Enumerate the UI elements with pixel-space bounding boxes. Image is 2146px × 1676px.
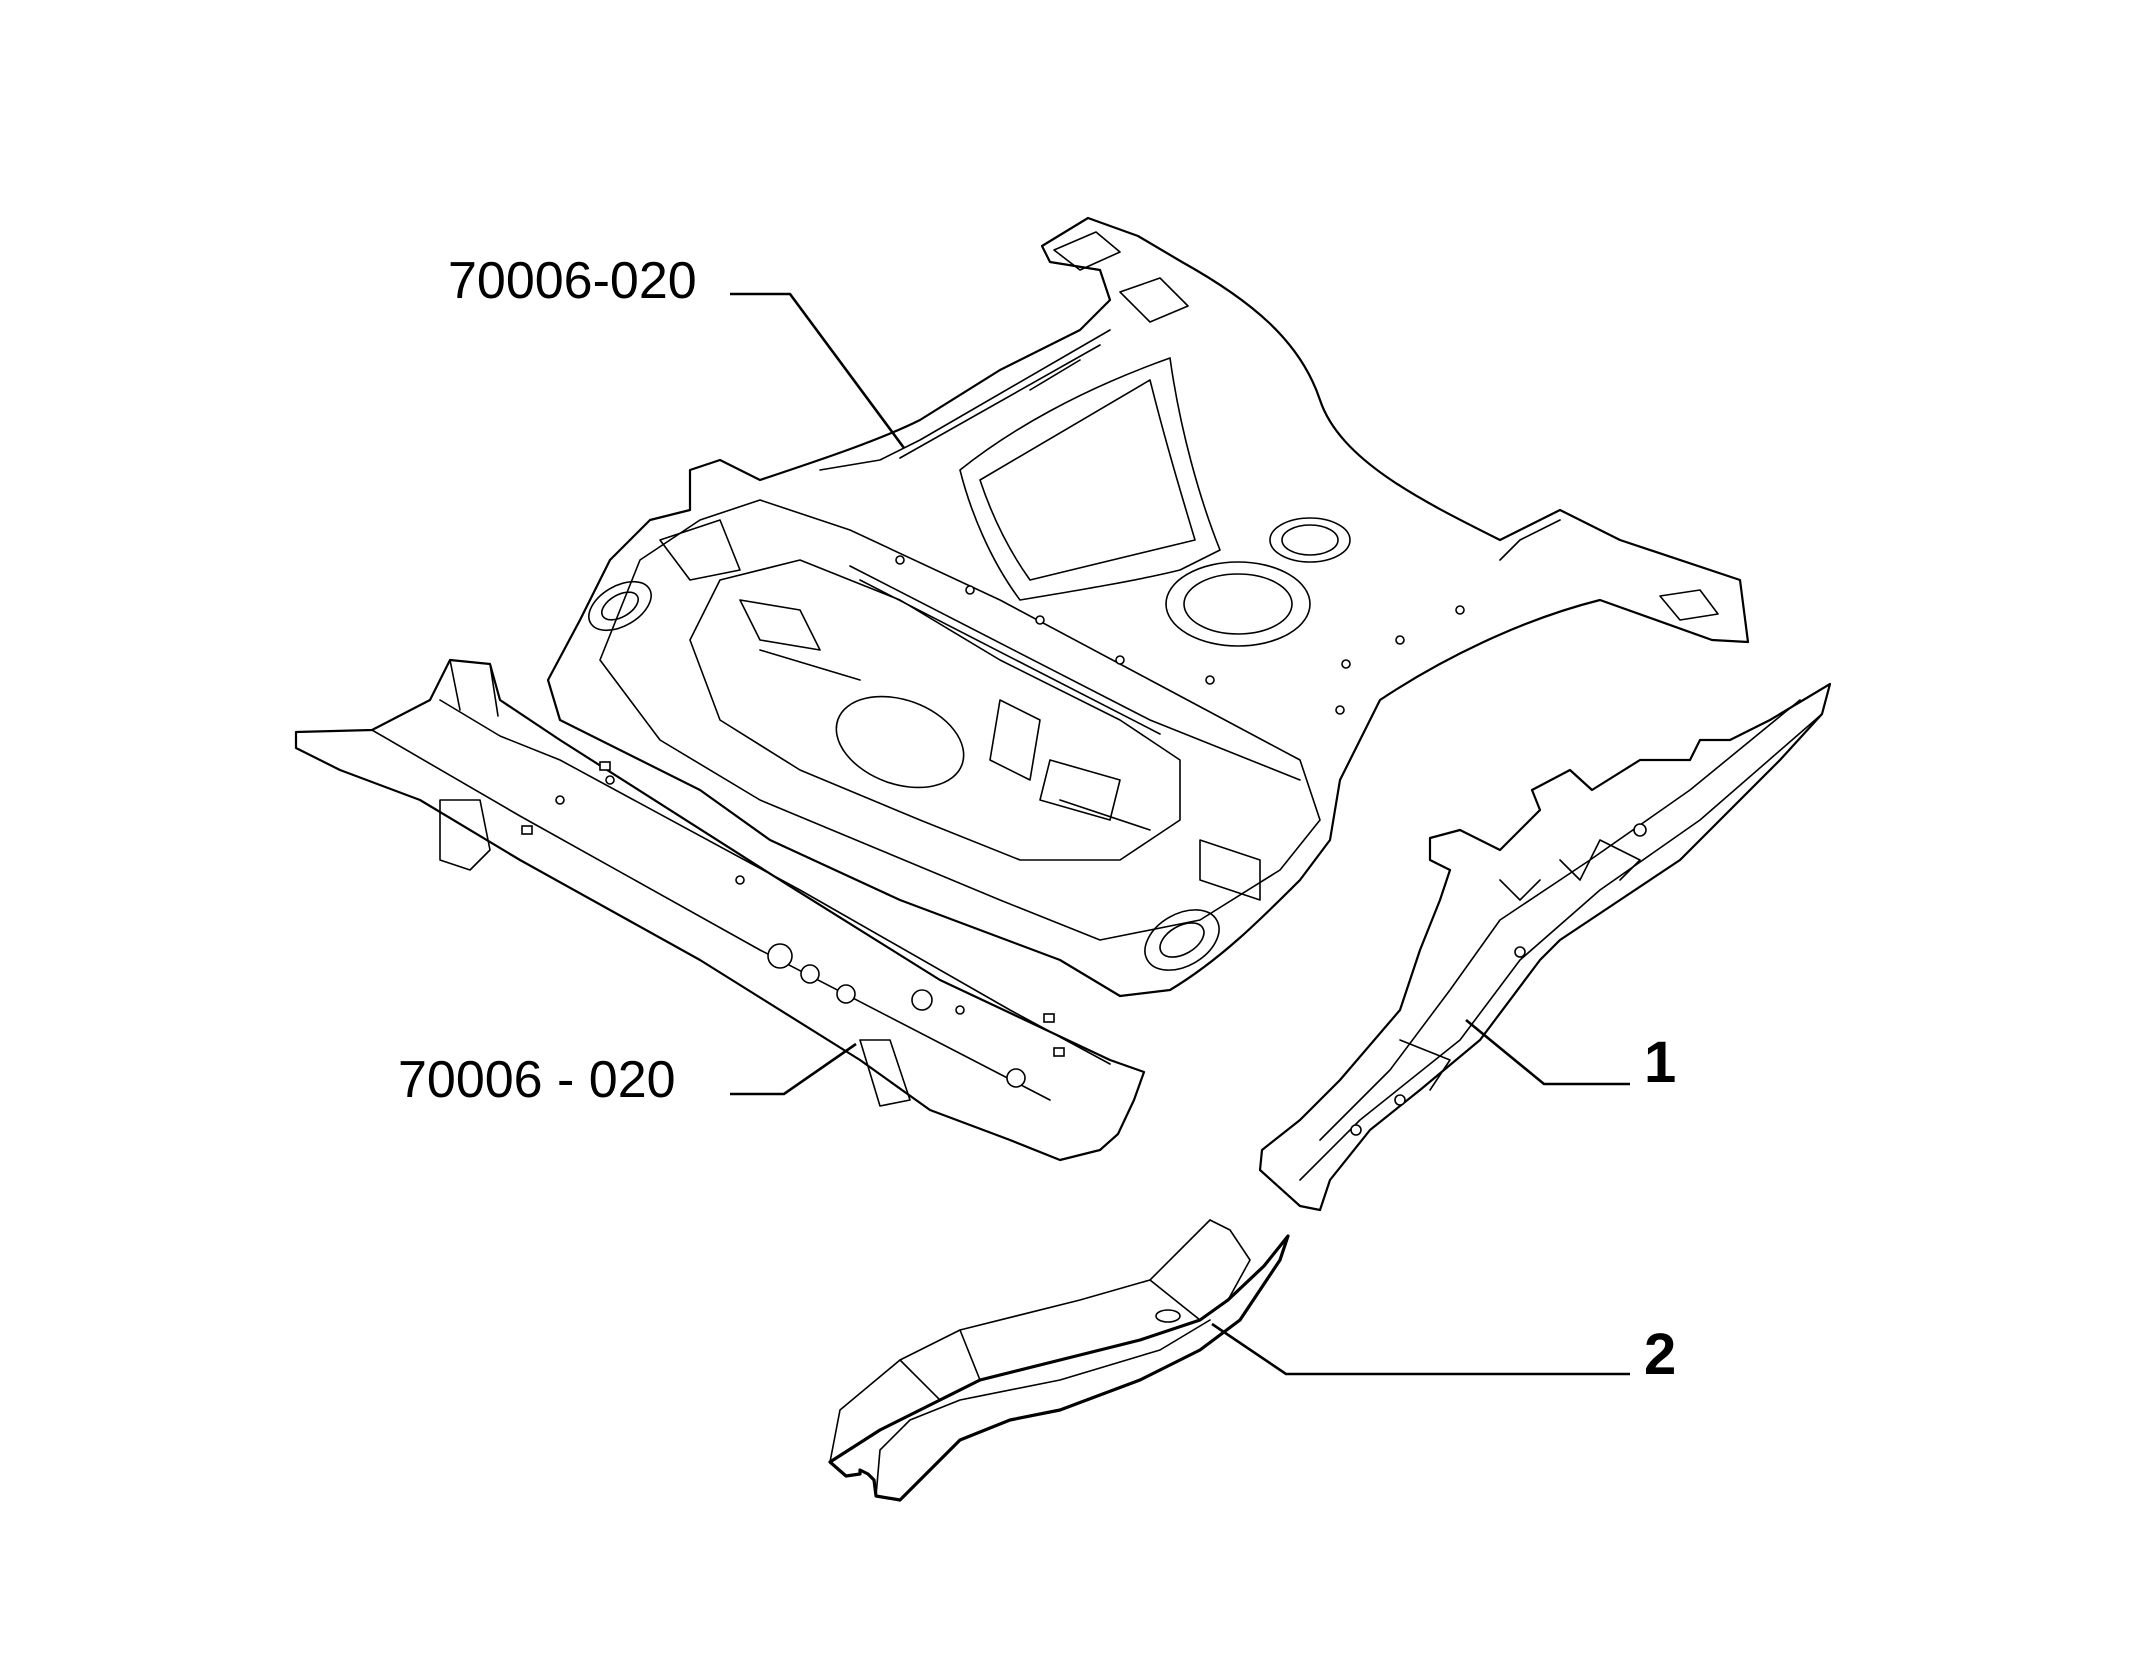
leader-crossmember [730,1042,857,1096]
rear-rail-part-2 [828,1219,1290,1502]
front-crossmember [294,658,1146,1162]
leader-part-1 [1465,1018,1630,1086]
rear-floor-panel [546,216,1750,998]
leader-floor-panel [730,292,906,449]
callout-floor-panel-ref: 70006-020 [448,252,697,310]
leader-part-2 [1211,1322,1630,1376]
side-member-part-1 [1258,682,1832,1212]
callout-part-1: 1 [1644,1030,1676,1095]
callout-crossmember-ref: 70006 - 020 [398,1051,676,1109]
leader-lines [730,292,1630,1376]
callout-part-2: 2 [1644,1322,1676,1387]
